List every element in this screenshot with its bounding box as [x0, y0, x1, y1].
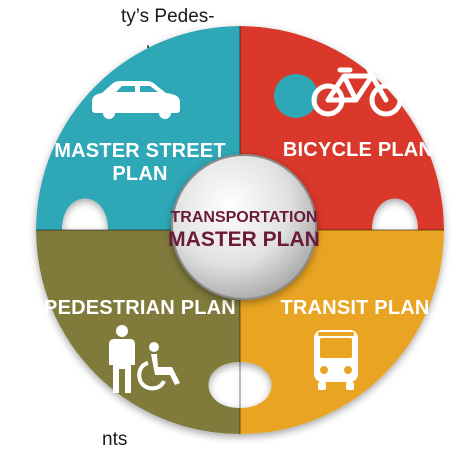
bicycle-label: BICYCLE PLAN [283, 139, 433, 161]
pedestrian-segment[interactable] [36, 230, 240, 434]
car-icon [92, 81, 180, 119]
puzzle-knob-top [274, 74, 318, 118]
center-hub[interactable] [171, 154, 317, 300]
center-label-line2: MASTER PLAN [168, 228, 320, 251]
paragraph-fragment-1: ty’s Pedes- [121, 6, 215, 27]
master-street-label-line2: PLAN [112, 163, 167, 185]
bus-icon [314, 330, 358, 390]
transit-label: TRANSIT PLAN [280, 297, 429, 319]
pedestrian-label: PEDESTRIAN PLAN [44, 297, 236, 319]
bicycle-icon [311, 65, 403, 117]
pedestrian-accessibility-icon [109, 325, 180, 393]
paragraph-fragment-6: nts [102, 429, 128, 450]
center-label-line1: TRANSPORTATION [171, 209, 318, 226]
master-street-label-line1: MASTER STREET [54, 140, 226, 162]
